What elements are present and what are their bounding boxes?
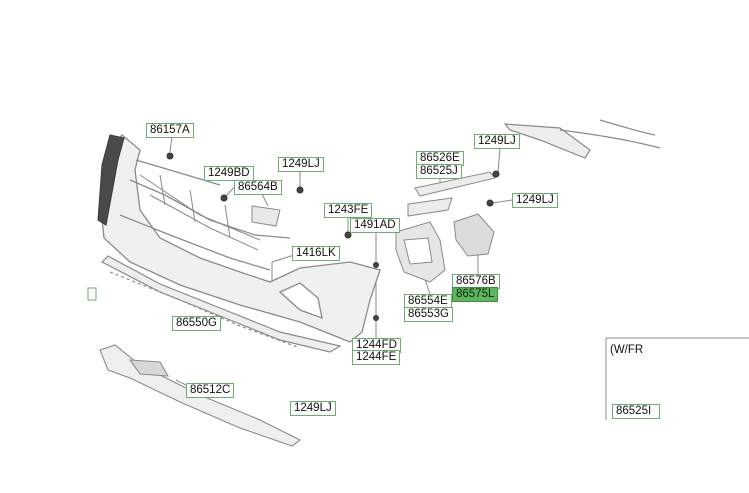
label-86512C[interactable]: 86512C [186,383,235,398]
label-1249LJ[interactable]: 1249LJ [278,157,324,172]
label-1244FE[interactable]: 1244FE [352,350,401,365]
label-1244FD[interactable]: 1244FD [352,338,401,353]
label-1249BD[interactable]: 1249BD [204,166,254,181]
side-bracket [395,221,446,283]
inset-title: (W/FR [610,344,644,356]
label-86157A[interactable]: 86157A [146,123,194,138]
upper-trim-part [503,119,661,159]
label-86564B[interactable]: 86564B [234,180,282,195]
label-86525J[interactable]: 86525J [416,164,462,179]
label-1249LJ[interactable]: 1249LJ [474,134,520,149]
deflector [453,213,495,257]
side-rail [407,171,496,217]
front-bumper-cover [99,134,381,343]
inset-frame [605,337,749,420]
label-86553G[interactable]: 86553G [404,307,453,322]
label-86550G[interactable]: 86550G [172,316,221,331]
bracket-86564B [251,205,281,227]
lower-lip [100,255,342,353]
label-1491AD[interactable]: 1491AD [350,218,400,233]
fastener-bolts [166,152,500,321]
label-86575L-selected[interactable]: 86575L [452,287,499,302]
label-1249LJ[interactable]: 1249LJ [512,193,558,208]
left-corner-trim [97,134,125,226]
bumper-frame [139,174,261,251]
label-1249LJ[interactable]: 1249LJ [290,401,336,416]
label-1243FE[interactable]: 1243FE [324,203,373,218]
label-86526E[interactable]: 86526E [416,151,464,166]
label-1416LK[interactable]: 1416LK [292,246,340,261]
label-86525-partial[interactable]: 86525I [612,404,660,419]
